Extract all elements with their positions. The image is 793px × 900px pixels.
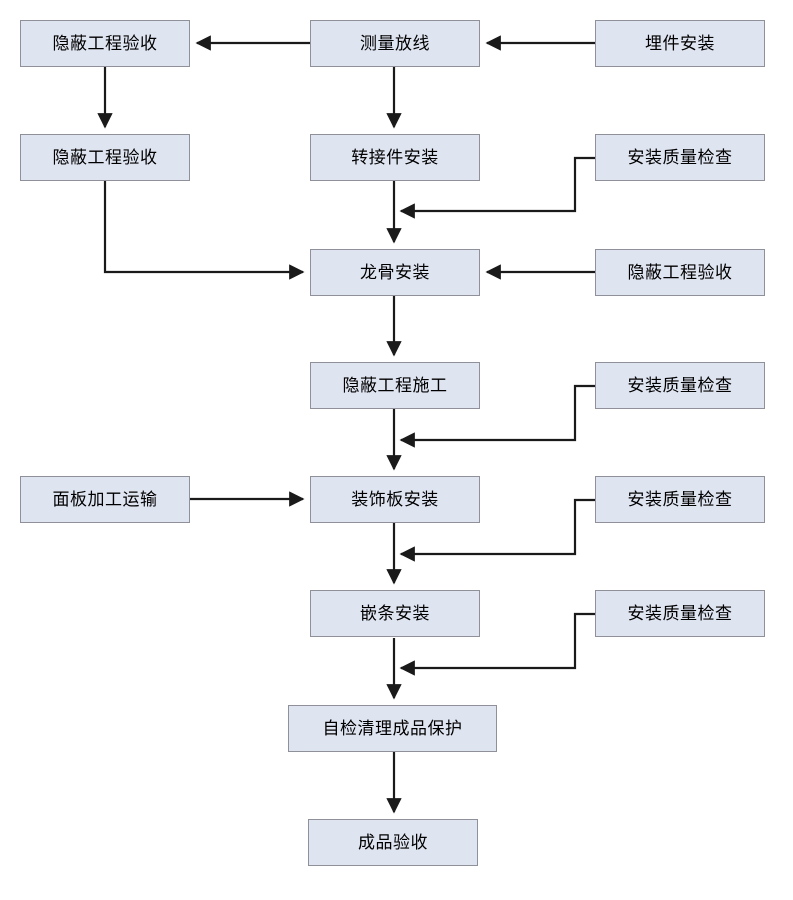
- process-node-label: 面板加工运输: [52, 490, 158, 509]
- process-node-label: 安装质量检查: [627, 604, 733, 623]
- process-node[interactable]: 安装质量检查: [595, 362, 765, 409]
- process-node[interactable]: 转接件安装: [310, 134, 480, 181]
- process-node-label: 埋件安装: [645, 34, 715, 53]
- process-node-label: 装饰板安装: [351, 490, 439, 509]
- process-node[interactable]: 隐蔽工程验收: [20, 20, 190, 67]
- process-node-label: 自检清理成品保护: [322, 719, 463, 738]
- process-node[interactable]: 成品验收: [308, 819, 478, 866]
- process-node-label: 嵌条安装: [360, 604, 430, 623]
- process-node-label: 隐蔽工程验收: [627, 263, 733, 282]
- process-node[interactable]: 隐蔽工程施工: [310, 362, 480, 409]
- process-node[interactable]: 面板加工运输: [20, 476, 190, 523]
- process-node-label: 龙骨安装: [360, 263, 430, 282]
- process-node-label: 隐蔽工程验收: [52, 148, 158, 167]
- process-node[interactable]: 自检清理成品保护: [288, 705, 497, 752]
- process-node-label: 隐蔽工程施工: [342, 376, 448, 395]
- process-node[interactable]: 埋件安装: [595, 20, 765, 67]
- flow-arrow: [103, 181, 305, 280]
- process-node[interactable]: 龙骨安装: [310, 249, 480, 296]
- process-node-label: 安装质量检查: [627, 376, 733, 395]
- process-node[interactable]: 安装质量检查: [595, 134, 765, 181]
- process-node-label: 隐蔽工程验收: [52, 34, 158, 53]
- process-node[interactable]: 安装质量检查: [595, 476, 765, 523]
- process-node[interactable]: 安装质量检查: [595, 590, 765, 637]
- process-node-label: 安装质量检查: [627, 490, 733, 509]
- process-node-label: 成品验收: [358, 833, 428, 852]
- process-node[interactable]: 隐蔽工程验收: [20, 134, 190, 181]
- process-node[interactable]: 嵌条安装: [310, 590, 480, 637]
- process-node[interactable]: 测量放线: [310, 20, 480, 67]
- process-node-label: 测量放线: [360, 34, 430, 53]
- process-node[interactable]: 装饰板安装: [310, 476, 480, 523]
- process-node-label: 安装质量检查: [627, 148, 733, 167]
- process-node[interactable]: 隐蔽工程验收: [595, 249, 765, 296]
- process-node-label: 转接件安装: [351, 148, 439, 167]
